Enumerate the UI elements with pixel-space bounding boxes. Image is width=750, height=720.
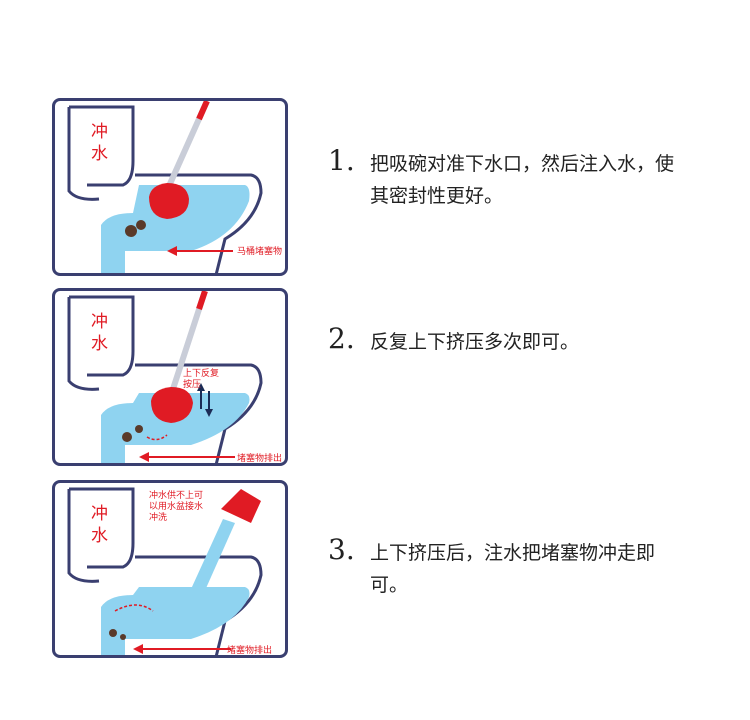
blockage-icon (109, 629, 117, 637)
blockage-icon (125, 225, 137, 237)
blockage-icon (122, 432, 132, 442)
discharge-annotation: 堵塞物排出 (237, 454, 283, 464)
step-number: 3. (328, 533, 355, 566)
press-callout: 上下反复按压 (183, 369, 220, 390)
basin-icon (221, 489, 261, 523)
step1-illustration: 冲水 马桶堵塞物 (52, 98, 288, 276)
step-number: 1. (328, 144, 355, 177)
step-text: 上下挤压后，注水把堵塞物冲走即可。 (370, 542, 656, 596)
plunger-icon (151, 387, 193, 423)
toilet-diagram-3 (67, 487, 263, 655)
step-text: 把吸碗对准下水口，然后注入水，使其密封性更好。 (370, 153, 675, 207)
toilet-diagram-2 (67, 291, 263, 463)
basin-callout: 冲水供不上可以用水盆接水冲洗 (149, 491, 204, 523)
flush-label: 冲水 (91, 504, 108, 546)
step-text: 反复上下挤压多次即可。 (370, 331, 580, 353)
step3-illustration: 冲水 冲水供不上可以用水盆接水冲洗 堵塞物排出 (52, 480, 288, 658)
toilet-diagram-1 (67, 101, 263, 273)
blockage-annotation: 马桶堵塞物 (237, 247, 283, 257)
plunger-icon (149, 183, 189, 219)
down-arrow-icon (205, 409, 213, 417)
step2-illustration: 冲水 上下反复按压 堵塞物排出 (52, 288, 288, 466)
up-arrow-icon (197, 383, 205, 391)
discharge-annotation: 堵塞物排出 (227, 646, 273, 656)
flush-label: 冲水 (91, 122, 108, 164)
step-number: 2. (328, 322, 355, 355)
flush-label: 冲水 (91, 312, 108, 354)
